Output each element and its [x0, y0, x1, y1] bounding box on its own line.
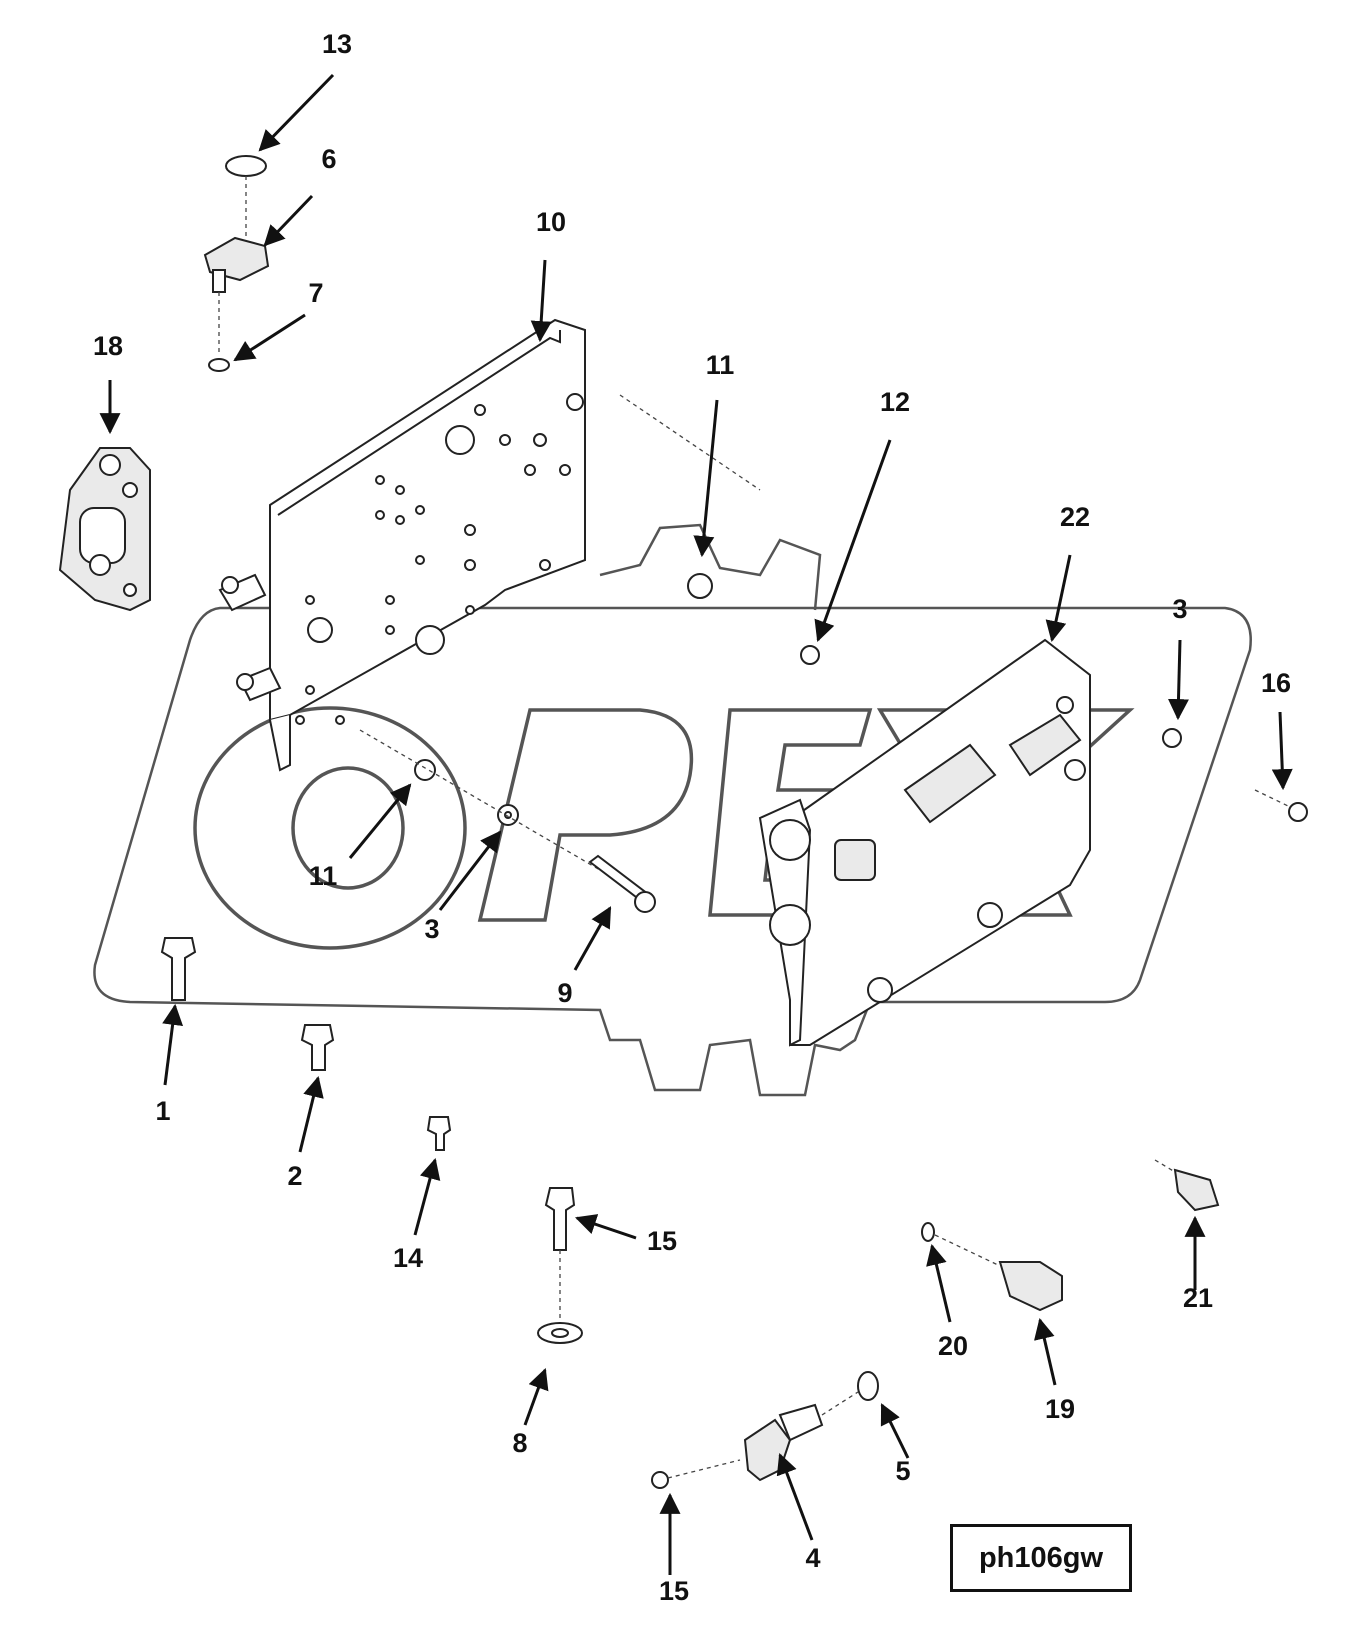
callout-13: 13: [322, 29, 352, 59]
callout-2: 2: [287, 1161, 302, 1191]
bracket-part-18: [58, 447, 151, 612]
callout-21: 21: [1183, 1283, 1213, 1313]
callout-16: 16: [1261, 668, 1291, 698]
callout-18: 18: [93, 331, 123, 361]
callout-10: 10: [536, 207, 566, 237]
callout-6: 6: [321, 144, 336, 174]
callout-20: 20: [938, 1331, 968, 1361]
valve-plate: [218, 318, 586, 772]
callout-3-right: 3: [1172, 594, 1187, 624]
callout-11-top: 11: [706, 350, 735, 380]
diagram-reference-code: ph106gw: [950, 1524, 1132, 1592]
small-fasteners: [359, 394, 1308, 871]
callout-19: 19: [1045, 1394, 1075, 1424]
callout-9: 9: [557, 978, 572, 1008]
leader-arrows: [99, 73, 1293, 1575]
callout-14: 14: [393, 1243, 423, 1273]
callout-3-left: 3: [424, 914, 439, 944]
callout-1: 1: [155, 1096, 170, 1126]
callout-22: 22: [1060, 502, 1090, 532]
callout-8: 8: [512, 1428, 527, 1458]
callout-4: 4: [805, 1543, 820, 1573]
callout-labels: 13 6 7 10 18 11 12 22 3 16 11 3 9 1 2 14…: [93, 29, 1291, 1606]
callout-12: 12: [880, 387, 910, 417]
callout-5: 5: [895, 1456, 910, 1486]
pin-part-9: [588, 854, 656, 913]
callout-15-top: 15: [647, 1226, 677, 1256]
callout-15-bottom: 15: [659, 1576, 689, 1606]
bolts: [160, 937, 583, 1344]
sensor-assembly-6: [203, 155, 270, 372]
callout-7: 7: [308, 278, 323, 308]
speed-sensors: [651, 1159, 1220, 1489]
callout-11-left: 11: [309, 861, 338, 891]
control-module-22: [758, 638, 1091, 1047]
